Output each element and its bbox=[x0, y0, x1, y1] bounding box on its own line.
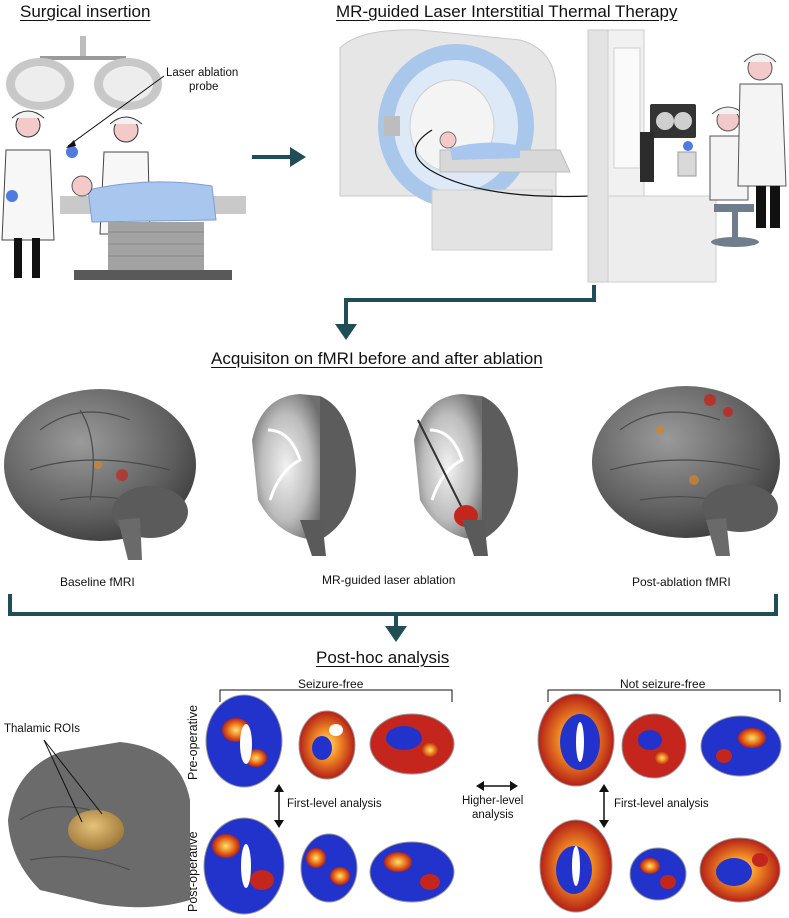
probe-label-line1: Laser ablation bbox=[166, 67, 239, 79]
laser-probe-trajectory bbox=[417, 419, 469, 521]
map-nsf-post-sagittal bbox=[699, 837, 781, 903]
map-sf-post-sagittal bbox=[369, 841, 455, 903]
caption-baseline: Baseline fMRI bbox=[60, 575, 135, 589]
probe-label-line2: probe bbox=[189, 81, 219, 93]
group-seizure-free-label: Seizure-free bbox=[298, 677, 364, 691]
surgical-lamp-right bbox=[94, 58, 162, 110]
map-sf-post-axial bbox=[203, 817, 285, 915]
first-level-arrow-right bbox=[599, 784, 609, 828]
surgical-scene bbox=[1, 36, 246, 280]
arrow-to-post-hoc bbox=[8, 594, 778, 642]
post-hoc-title: Post-hoc analysis bbox=[316, 648, 450, 667]
group-not-seizure-free-label: Not seizure-free bbox=[620, 677, 706, 691]
thalamic-roi-brain bbox=[8, 739, 190, 908]
arrow-to-lita bbox=[252, 147, 306, 167]
arrow-to-acquisition bbox=[335, 285, 596, 340]
laser-fiber-cable bbox=[414, 129, 591, 198]
map-sf-post-coronal bbox=[300, 833, 358, 903]
map-nsf-pre-axial bbox=[537, 693, 615, 787]
caption-post-ablation: Post-ablation fMRI bbox=[632, 575, 731, 589]
lita-title: MR-guided Laser Interstitial Thermal The… bbox=[336, 2, 678, 21]
surgeon-left bbox=[1, 110, 78, 278]
thalamus-roi bbox=[68, 810, 124, 850]
thalamic-roi-label: Thalamic ROIs bbox=[4, 723, 81, 735]
first-level-label-right: First-level analysis bbox=[614, 798, 709, 810]
higher-level-label-line1: Higher-level bbox=[462, 795, 524, 807]
map-nsf-pre-coronal bbox=[621, 713, 687, 779]
caption-laser-ablation: MR-guided laser ablation bbox=[322, 573, 456, 587]
first-level-label-left: First-level analysis bbox=[287, 798, 382, 810]
bracket-not-seizure-free bbox=[547, 689, 781, 702]
patient-drape bbox=[87, 181, 217, 223]
map-sf-pre-sagittal bbox=[369, 713, 455, 775]
control-room-wall bbox=[587, 29, 717, 283]
first-level-arrow-left bbox=[274, 784, 284, 828]
map-sf-pre-axial bbox=[205, 694, 283, 788]
surgical-insertion-title: Surgical insertion bbox=[20, 2, 151, 21]
surgical-lamp-left bbox=[6, 58, 74, 110]
higher-level-arrow bbox=[476, 781, 518, 791]
probe-pointer-line bbox=[67, 75, 165, 147]
higher-level-label-line2: analysis bbox=[472, 809, 514, 821]
baseline-fmri-brain bbox=[4, 389, 196, 560]
mri-scanner bbox=[339, 29, 571, 251]
ablation-brain-right bbox=[414, 394, 518, 556]
acquisition-title: Acquisiton on fMRI before and after abla… bbox=[211, 349, 543, 368]
mri-scene bbox=[339, 29, 787, 283]
post-ablation-fmri-brain bbox=[592, 386, 780, 556]
bracket-seizure-free bbox=[219, 689, 453, 702]
operating-table-base bbox=[108, 222, 204, 272]
map-nsf-pre-sagittal bbox=[700, 715, 782, 777]
operator-workstation bbox=[640, 104, 697, 182]
map-nsf-post-coronal bbox=[629, 847, 687, 901]
operator-standing bbox=[737, 53, 787, 228]
map-sf-pre-coronal bbox=[298, 710, 356, 780]
map-nsf-post-axial bbox=[539, 819, 613, 913]
ablation-brain-left bbox=[252, 394, 356, 556]
